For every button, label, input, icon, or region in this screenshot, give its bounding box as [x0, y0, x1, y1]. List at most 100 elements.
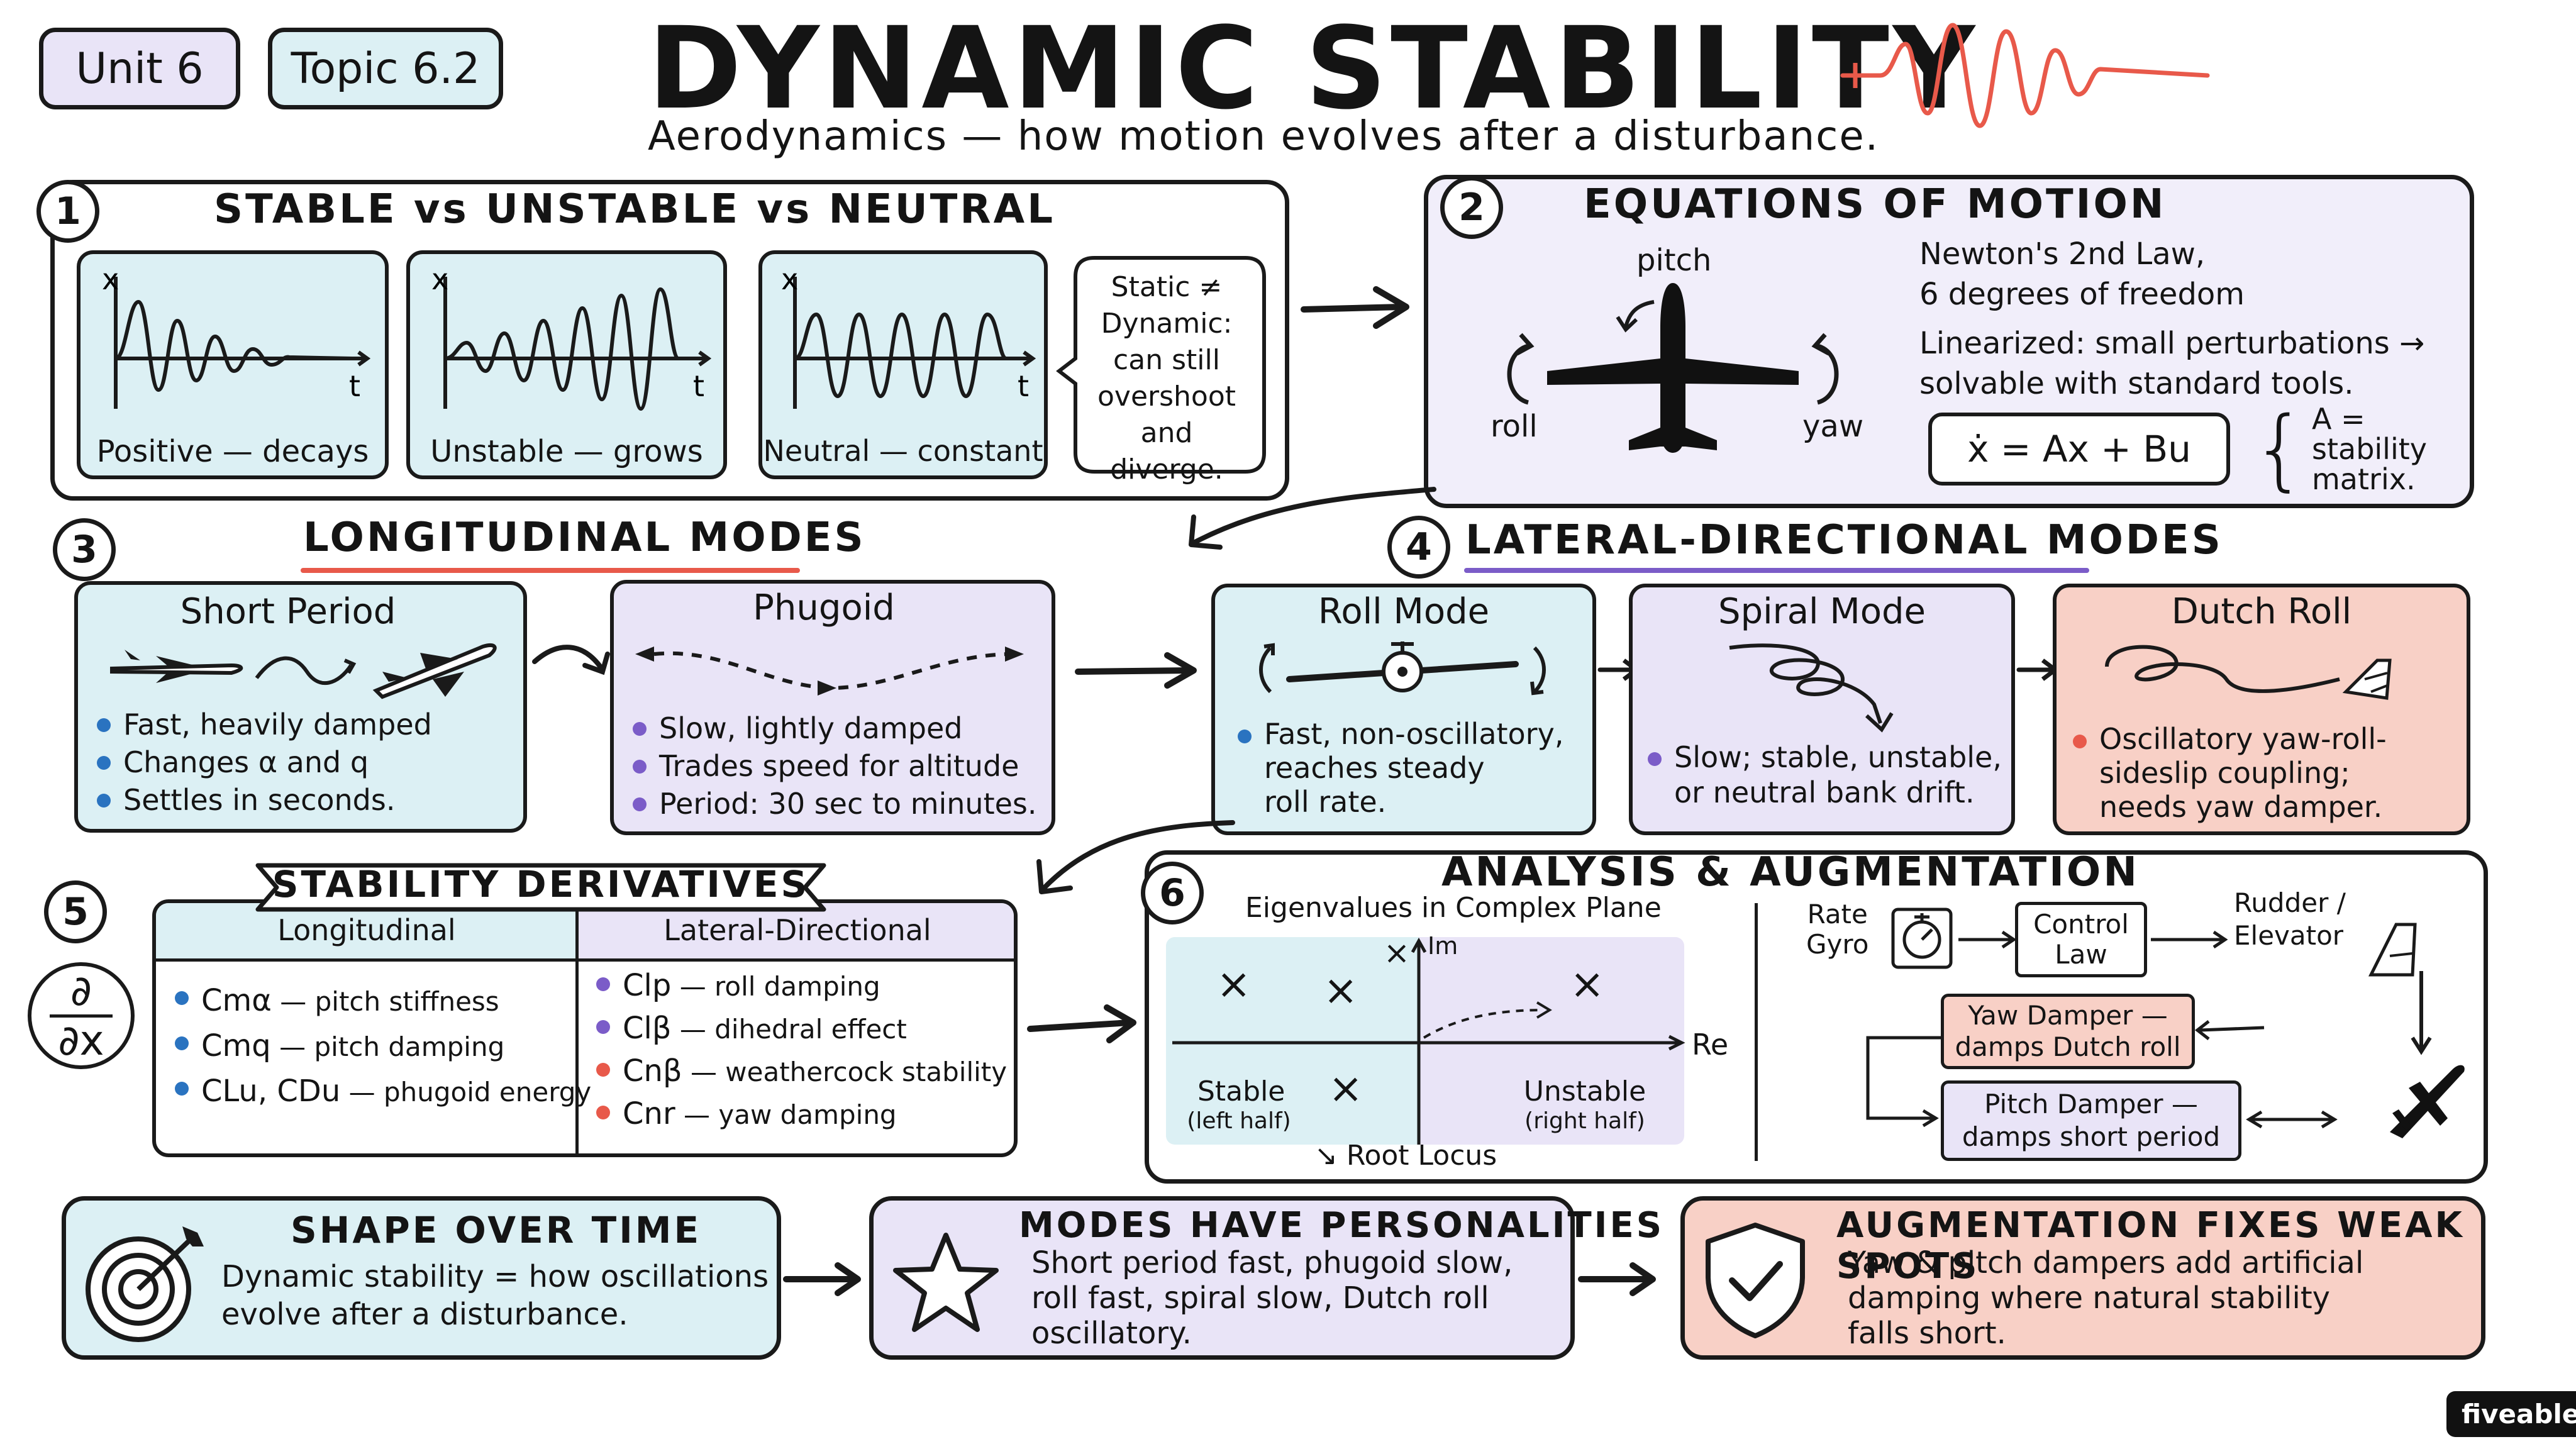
- table-header-left-bg: [156, 903, 577, 960]
- root-locus-label: ↘ Root Locus: [1314, 1140, 1497, 1172]
- panel-label-unstable: Unstable — grows: [430, 434, 703, 469]
- fiveable-logo: fiveable: [2446, 1391, 2576, 1437]
- text-line: roll fast, spiral slow, Dutch roll: [1031, 1280, 1489, 1316]
- derivative-desc: — dihedral effect: [679, 1014, 907, 1045]
- stable-region-sublabel: (left half): [1187, 1108, 1291, 1134]
- short-period-title: Short Period: [180, 591, 396, 632]
- derivative-desc: — roll damping: [679, 971, 880, 1002]
- derivative-symbol: Clp: [623, 968, 672, 1003]
- note-bubble-outline: [1056, 256, 1266, 474]
- complex-plane-axes: [1172, 937, 1685, 1145]
- bullet-item: Settles in seconds.: [92, 781, 432, 819]
- bullet-item: Period: 30 sec to minutes.: [628, 785, 1037, 823]
- matrix-brace: {: [2251, 398, 2308, 501]
- phugoid-path-icon: [635, 647, 1024, 696]
- x-axis-label: x: [102, 262, 119, 296]
- state-space-equation: ẋ = Ax + Bu: [1928, 413, 2230, 486]
- section-1-title: STABLE vs UNSTABLE vs NEUTRAL: [214, 186, 1055, 233]
- tail-fin-icon: [2368, 923, 2417, 977]
- plot-title: Eigenvalues in Complex Plane: [1245, 892, 1662, 924]
- eigenvalue-marker: ×: [1216, 960, 1252, 1008]
- note-line: Dynamic:: [1101, 308, 1233, 340]
- unit-tag: Unit 6: [39, 28, 240, 109]
- footer-card3-title: AUGMENTATION FIXES WEAK SPOTS: [1836, 1205, 2465, 1287]
- feedback-lines: [1866, 1020, 2338, 1129]
- card-augmentation-fixes-weak-spots: [1680, 1196, 2485, 1360]
- derivative-item: Clp — roll damping: [591, 965, 1007, 1008]
- spiral-mode-bullets: Slow; stable, unstable, or neutral bank …: [1643, 740, 2002, 810]
- text-line: roll rate.: [1264, 785, 1387, 819]
- roll-label: roll: [1491, 409, 1538, 444]
- footer-card3-text: Yaw & pitch dampers add artificial dampi…: [1848, 1245, 2363, 1351]
- text-line: Pitch Damper —: [1984, 1089, 2198, 1119]
- text-line: solvable with standard tools.: [1919, 366, 2354, 401]
- text-line: oscillatory.: [1031, 1316, 1192, 1351]
- bullet-item: Changes α and q: [92, 743, 432, 781]
- airplane-icon: [1507, 283, 1839, 453]
- derivative-symbol: CLu, CDu: [201, 1074, 341, 1109]
- x-axis-label: x: [431, 262, 448, 296]
- complex-plane-left-half: [1166, 937, 1419, 1145]
- derivative-item: CLu, CDu — phugoid energy: [170, 1069, 591, 1114]
- stable-region-label: Stable: [1197, 1075, 1285, 1108]
- panel-positive-decays: [77, 250, 389, 479]
- section-1-number: 1: [36, 180, 99, 243]
- text-line: matrix.: [2312, 462, 2416, 496]
- text-line: Dynamic stability = how oscillations: [221, 1259, 769, 1294]
- banner-ribbon-outline: [255, 863, 826, 912]
- text-line: Elevator: [2234, 920, 2344, 951]
- table-header-lateral: Lateral-Directional: [663, 913, 931, 947]
- unit-label: Unit 6: [75, 43, 204, 94]
- complex-plane-right-half: [1419, 937, 1684, 1145]
- card-shape-over-time: [62, 1196, 781, 1360]
- arrow-right-icon: [1301, 286, 1409, 329]
- dutch-roll-path-icon: [2105, 645, 2392, 700]
- eigenvalue-marker: ×: [1570, 960, 1605, 1008]
- text-line: Rudder /: [2234, 887, 2346, 918]
- derivative-symbol: Clβ: [623, 1011, 672, 1046]
- matrix-note: A = stability matrix.: [2312, 404, 2427, 494]
- text-line: damping where natural stability: [1848, 1280, 2331, 1316]
- rolling-aircraft-icon: [1259, 641, 1546, 696]
- oscillation-squiggle-icon: [1840, 23, 2210, 128]
- text-line: damps short period: [1962, 1121, 2221, 1152]
- rate-gyro-label: Rate Gyro: [1806, 899, 1868, 960]
- bullet-item: Slow, lightly damped: [628, 709, 1037, 747]
- text-line: stability: [2312, 432, 2427, 466]
- text-line: Yaw Damper —: [1968, 1000, 2168, 1031]
- text-line: falls short.: [1848, 1316, 2006, 1351]
- card-dutch-roll: [2053, 584, 2470, 835]
- newton-text: Newton's 2nd Law, 6 degrees of freedom L…: [1919, 234, 2424, 404]
- yaw-label: yaw: [1802, 409, 1864, 444]
- real-axis-label: Re: [1692, 1028, 1729, 1062]
- text-line: Newton's 2nd Law,: [1919, 236, 2206, 272]
- derivative-symbol: Cnr: [623, 1096, 675, 1131]
- table-header-longitudinal: Longitudinal: [277, 913, 456, 947]
- text-line: Gyro: [1806, 929, 1869, 960]
- longitudinal-derivatives: Cmα — pitch stiffness Cmq — pitch dampin…: [170, 979, 591, 1114]
- derivative-desc: — phugoid energy: [348, 1077, 592, 1108]
- short-period-bullets: Fast, heavily damped Changes α and q Set…: [92, 706, 432, 819]
- section-2-number: 2: [1440, 176, 1503, 239]
- target-icon: [86, 1226, 204, 1342]
- footer-card2-text: Short period fast, phugoid slow, roll fa…: [1031, 1245, 1513, 1351]
- dutch-roll-title: Dutch Roll: [2171, 591, 2352, 632]
- derivative-symbol: Cnβ: [623, 1053, 682, 1089]
- rudder-elevator-label: Rudder / Elevator: [2234, 887, 2346, 952]
- shield-check-icon: [1706, 1223, 1805, 1338]
- phugoid-title: Phugoid: [753, 587, 895, 628]
- section-5-title: STABILITY DERIVATIVES: [272, 863, 810, 906]
- section-6-divider: [1755, 903, 1758, 1161]
- text-line: Control: [2033, 909, 2129, 940]
- note-line: can still: [1113, 344, 1220, 376]
- airplane-icon: [2390, 1065, 2465, 1138]
- note-line: and diverge.: [1110, 417, 1223, 486]
- text-line: Fast, non-oscillatory,: [1264, 717, 1564, 751]
- section-3-number: 3: [53, 518, 116, 581]
- constant-oscillation-plot: x t: [781, 262, 1036, 409]
- partial-derivative-icon: ∂ ∂x: [28, 962, 135, 1069]
- eigenvalue-marker: ×: [1384, 935, 1410, 971]
- x-axis-label: x: [781, 262, 798, 296]
- topic-tag: Topic 6.2: [268, 28, 503, 109]
- section-6-number: 6: [1141, 862, 1204, 924]
